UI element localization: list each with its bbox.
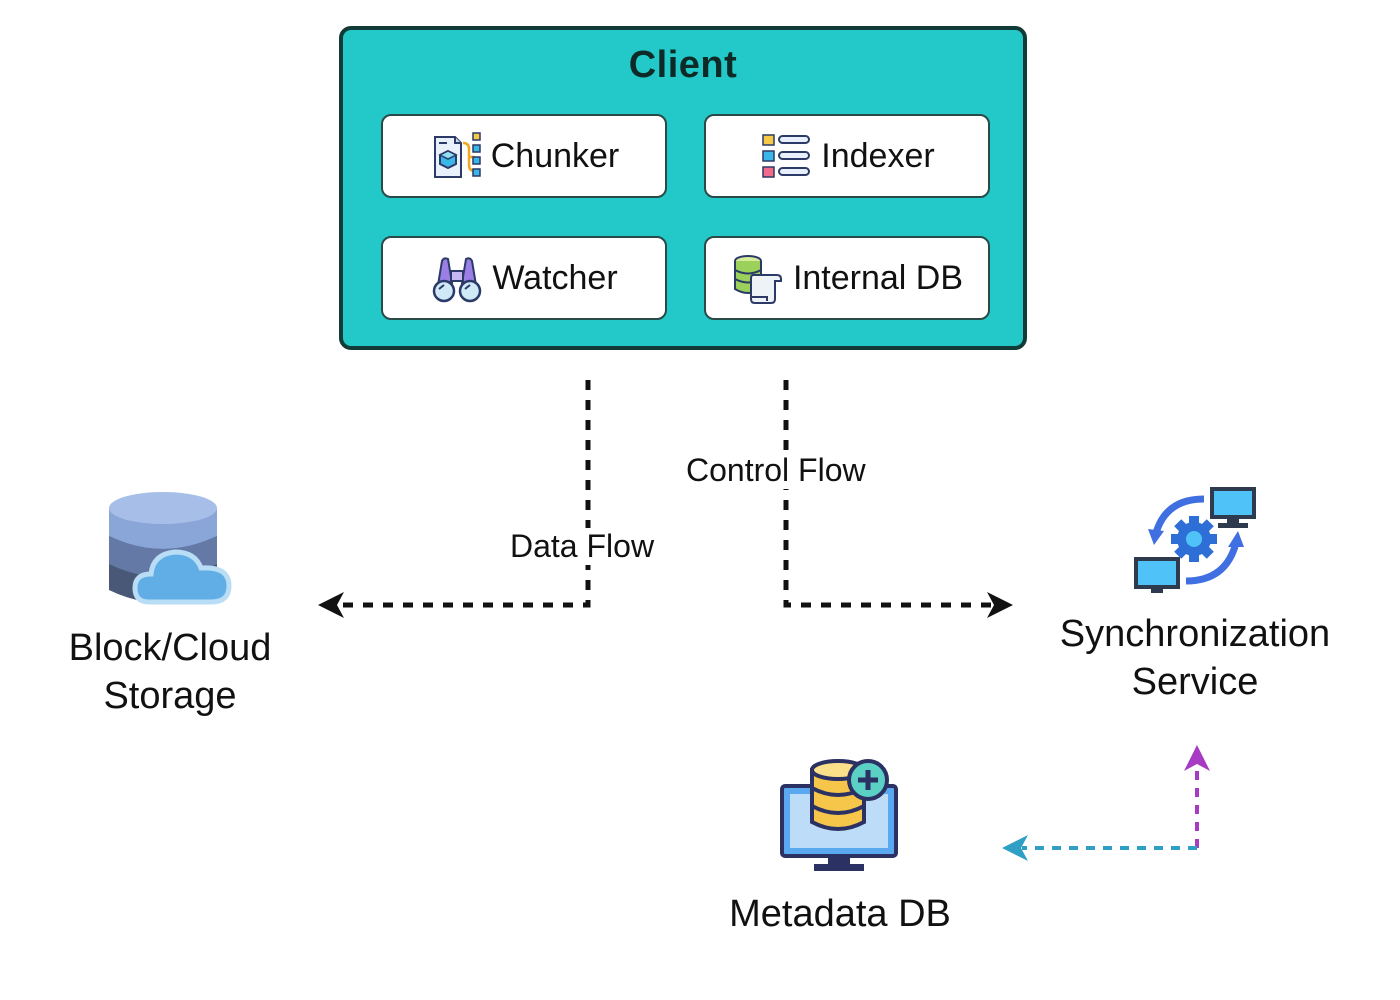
data-flow-arrowhead bbox=[318, 592, 344, 618]
chunker-label: Chunker bbox=[490, 136, 620, 175]
sync-up-arrowhead bbox=[1184, 745, 1210, 771]
sync-service-label: Synchronization Service bbox=[1040, 610, 1350, 706]
control-flow-connector bbox=[783, 380, 1000, 608]
data-flow-label: Data Flow bbox=[506, 528, 659, 565]
sync-computers-icon bbox=[1130, 485, 1260, 597]
metadata-left-arrowhead bbox=[1002, 835, 1028, 861]
database-scroll-icon bbox=[731, 251, 785, 305]
control-flow-arrowhead bbox=[987, 592, 1013, 618]
cloud-database-icon bbox=[105, 490, 235, 615]
indexer-module[interactable]: Indexer bbox=[704, 114, 990, 198]
client-container: Client Chunker bbox=[339, 26, 1027, 350]
sync-service-label-line2: Service bbox=[1131, 661, 1259, 703]
metadata-db-label: Metadata DB bbox=[729, 893, 951, 935]
storage-label-line1: Block/Cloud bbox=[68, 627, 272, 669]
chunker-module[interactable]: Chunker bbox=[381, 114, 667, 198]
client-title: Client bbox=[628, 44, 738, 86]
data-flow-connector bbox=[330, 380, 591, 608]
watcher-label: Watcher bbox=[492, 258, 618, 297]
indexer-label: Indexer bbox=[821, 136, 935, 175]
sync-service-label-line1: Synchronization bbox=[1059, 613, 1331, 655]
watcher-module[interactable]: Watcher bbox=[381, 236, 667, 320]
binoculars-icon bbox=[430, 251, 484, 305]
chunker-icon bbox=[429, 129, 483, 183]
internal-db-label: Internal DB bbox=[792, 258, 964, 297]
storage-label-line2: Storage bbox=[103, 675, 237, 717]
control-flow-label: Control Flow bbox=[682, 452, 870, 489]
indexer-icon bbox=[759, 129, 813, 183]
monitor-database-icon bbox=[780, 756, 900, 874]
storage-label: Block/Cloud Storage bbox=[40, 624, 300, 720]
internal-db-module[interactable]: Internal DB bbox=[704, 236, 990, 320]
